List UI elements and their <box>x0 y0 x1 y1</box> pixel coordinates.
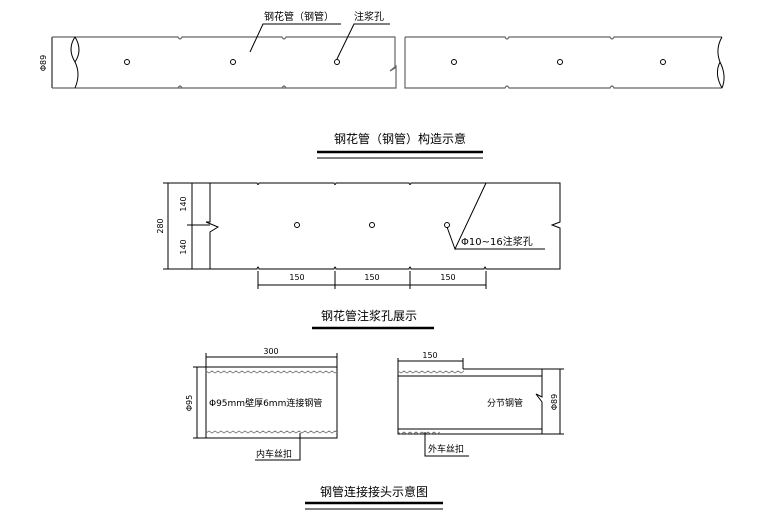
hole-leader <box>446 182 545 251</box>
dim-140-upper: 140 <box>179 196 188 211</box>
connector-pipe <box>205 366 338 439</box>
outer-thread-bottom <box>397 431 441 435</box>
pipe-label: 钢花管（钢管） <box>264 10 334 23</box>
inner-thread-label: 内车丝扣 <box>256 448 292 460</box>
diameter-dim-95 <box>193 366 206 439</box>
figure-1-title: 钢花管（钢管）构造示意 <box>334 131 466 146</box>
dim-300: 300 <box>263 347 278 356</box>
break-line-left <box>70 36 80 89</box>
figure-hole-layout: 280 140 140 Φ10~16注浆孔 150 150 150 钢花管注浆孔… <box>156 182 561 330</box>
figure-pipe-structure: Φ89 钢花管（钢管） 注浆孔 钢花管（钢管）构造示意 <box>39 10 725 159</box>
unrolled-pipe-outline <box>205 182 561 270</box>
segment-pipe-label: 分节钢管 <box>487 397 523 409</box>
spacing-dim-lines <box>257 271 487 289</box>
grout-holes <box>124 59 666 65</box>
dim-280: 280 <box>156 218 165 233</box>
outer-thread-top <box>397 370 465 374</box>
bottom-notches <box>177 85 287 89</box>
spacing-dim: 150 <box>440 273 455 282</box>
connector-pipe-label: Φ95mm壁厚6mm连接钢管 <box>209 397 322 409</box>
dim-140-lower: 140 <box>179 239 188 254</box>
hole-leader <box>336 23 390 60</box>
segment-pipe <box>397 368 543 435</box>
dim-phi89: Φ89 <box>550 394 559 410</box>
diameter-dim-text: Φ89 <box>39 55 48 71</box>
grout-holes <box>294 222 450 228</box>
length-dim-150 <box>397 358 464 369</box>
figure-2-title: 钢花管注浆孔展示 <box>321 308 417 323</box>
diameter-dim-89 <box>542 368 564 435</box>
pipe-right-segment <box>404 36 722 89</box>
inner-thread-bottom <box>205 430 339 434</box>
dim-phi95: Φ95 <box>185 395 194 411</box>
extension-lines <box>163 182 210 270</box>
dim-150: 150 <box>422 351 437 360</box>
pipe-leader <box>249 23 341 53</box>
hole-label: 注浆孔 <box>354 10 384 23</box>
spacing-dim: 150 <box>289 273 304 282</box>
spacing-dim: 150 <box>364 273 379 282</box>
outer-thread-leader <box>424 432 469 457</box>
outer-thread-label: 外车丝扣 <box>428 443 464 455</box>
inner-thread-leader <box>255 433 301 461</box>
pipe-left-segment <box>52 36 397 89</box>
inner-thread-top <box>205 370 339 374</box>
figure-3-title: 钢管连接接头示意图 <box>320 484 428 499</box>
break-line-right <box>716 36 725 89</box>
length-dim-300 <box>205 353 338 367</box>
figure-pipe-joint: 300 Φ95 Φ95mm壁厚6mm连接钢管 内车丝扣 150 Φ89 分节钢管… <box>185 347 564 510</box>
hole-size-label: Φ10~16注浆孔 <box>461 235 533 248</box>
